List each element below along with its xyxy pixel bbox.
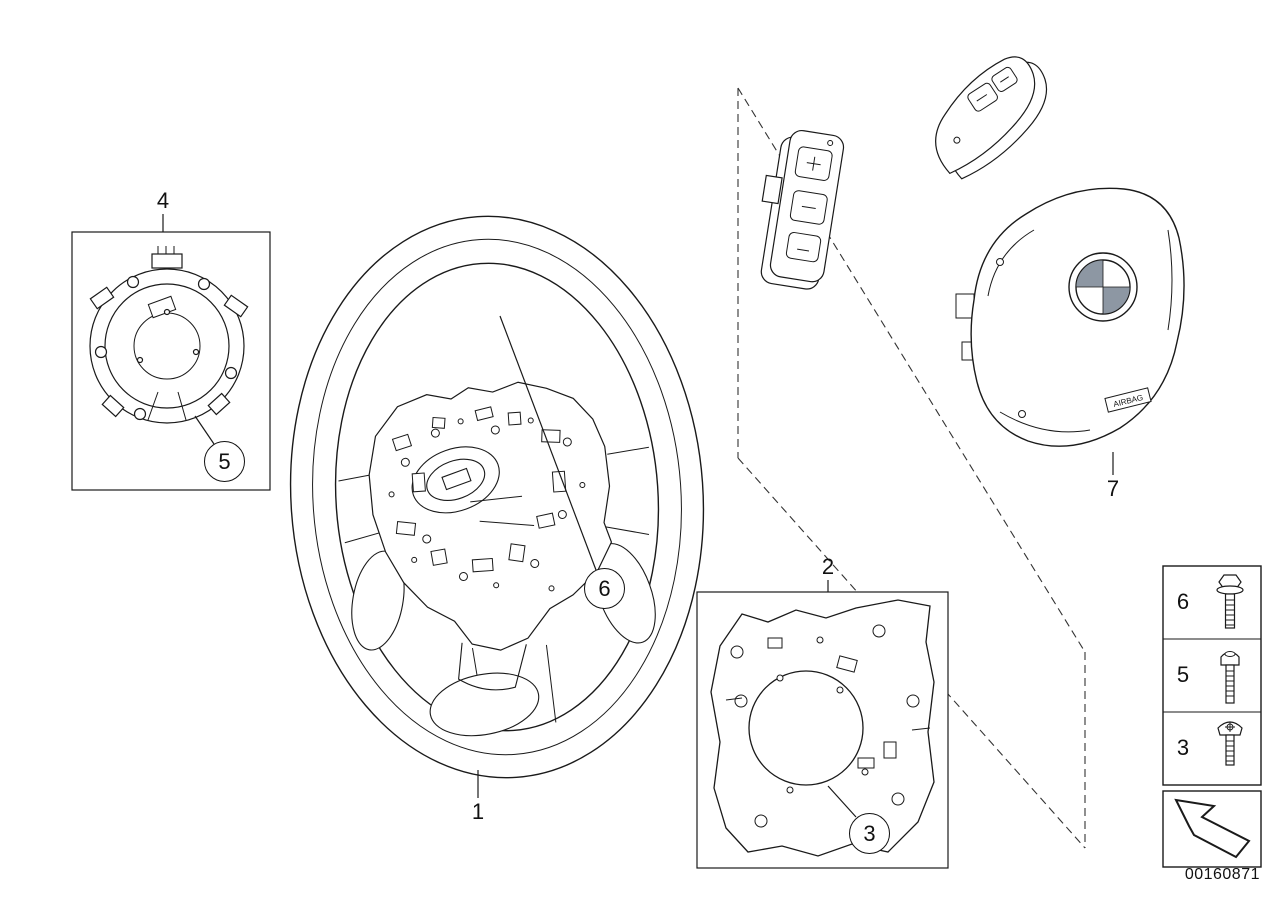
multifunction-switch-left — [760, 129, 845, 290]
leader-lines — [162, 214, 1114, 818]
callout-6[interactable]: 6 — [584, 568, 625, 609]
slip-ring — [89, 246, 249, 424]
callout-4[interactable]: 4 — [156, 188, 170, 213]
part-number: 00160871 — [1184, 866, 1260, 883]
fillister-head-screw-icon — [1220, 651, 1240, 704]
torx-round-screw-icon — [1217, 721, 1243, 766]
airbag-module: AIRBAG — [955, 187, 1185, 447]
bmw-roundel-icon — [1068, 252, 1138, 322]
callout-7[interactable]: 7 — [1106, 476, 1120, 501]
steering-wheel — [289, 215, 705, 779]
callout-5[interactable]: 5 — [204, 441, 245, 482]
callout-3[interactable]: 3 — [849, 813, 890, 854]
continuation-arrow-icon[interactable] — [1174, 798, 1251, 859]
multifunction-switch-right — [935, 56, 1048, 180]
airbag-stamp: AIRBAG — [1104, 387, 1152, 413]
legend-row-bolt-label[interactable]: 6 — [1176, 589, 1190, 614]
hex-flange-bolt-icon — [1216, 574, 1244, 629]
mounting-plate — [710, 599, 935, 857]
callout-1[interactable]: 1 — [471, 799, 485, 824]
legend-row-torx-label[interactable]: 3 — [1176, 735, 1190, 760]
callout-2[interactable]: 2 — [821, 554, 835, 579]
legend-row-screw-label[interactable]: 5 — [1176, 662, 1190, 687]
